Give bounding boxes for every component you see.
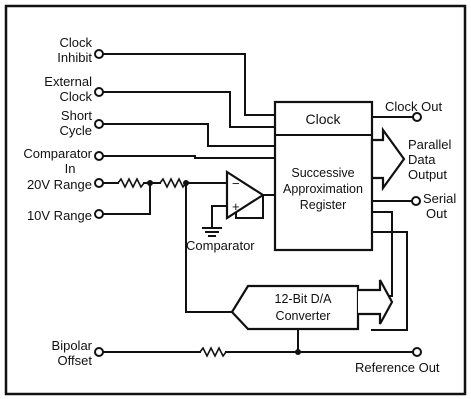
parallel-output-arrow: [370, 126, 406, 192]
clock-block-label: Clock: [305, 111, 341, 127]
pin-label-external-clock-1: External: [44, 74, 92, 89]
pin-label-bipolar-offset-2: Offset: [58, 353, 93, 368]
comparator-symbol: [225, 169, 266, 221]
diagram-frame: [4, 4, 467, 396]
pin-label-20v-range: 20V Range: [27, 177, 92, 192]
pin-clock-out: [412, 112, 422, 122]
pin-20v-range: [94, 178, 104, 188]
pin-label-parallel-3: Output: [408, 167, 447, 182]
pin-serial-out: [411, 196, 421, 206]
wire-sar-bus: [371, 231, 408, 331]
pin-label-parallel-2: Data: [408, 152, 436, 167]
comparator-minus: −: [232, 176, 240, 191]
dac-input-arrow: [358, 279, 394, 325]
pin-label-comparator-in-2: In: [65, 161, 76, 176]
pin-label-clock-inhibit-2: Inhibit: [57, 50, 92, 65]
pin-label-serial-out-1: Serial: [423, 191, 456, 206]
junction-ref: [295, 349, 301, 355]
pin-label-short-cycle-2: Cycle: [59, 123, 92, 138]
pin-label-clock-inhibit-1: Clock: [59, 35, 92, 50]
wire-external-clock: [102, 91, 276, 128]
pin-label-short-cycle-1: Short: [61, 108, 92, 123]
sar-label-2: Approximation: [283, 182, 363, 196]
comparator-label: Comparator: [186, 238, 255, 253]
comparator-plus: +: [232, 199, 240, 214]
dac-label-2: Converter: [276, 309, 331, 323]
pin-label-comparator-in-1: Comparator: [23, 146, 92, 161]
pin-comparator-in: [94, 151, 104, 161]
pin-10v-range: [94, 209, 104, 219]
wire-short-cycle: [102, 123, 276, 147]
wire-comparator-loop: [235, 194, 264, 219]
resistor-bipolar: [199, 346, 227, 358]
dac-label-1: 12-Bit D/A: [275, 292, 333, 306]
pin-label-serial-out-2: Out: [426, 206, 447, 221]
dac-block: [230, 284, 360, 331]
resistor-20v: [117, 177, 145, 189]
pin-bipolar-offset: [94, 347, 104, 357]
pin-label-bipolar-offset-1: Bipolar: [52, 338, 93, 353]
sar-label-3: Register: [300, 198, 347, 212]
wire-clock-inhibit: [102, 53, 276, 116]
pin-label-external-clock-2: Clock: [59, 89, 92, 104]
wire-comparator-in: [102, 155, 276, 159]
sar-label-1: Successive: [291, 166, 354, 180]
pin-short-cycle: [94, 119, 104, 129]
resistor-20v-2: [159, 177, 187, 189]
pin-clock-inhibit: [94, 49, 104, 59]
pin-label-clock-out: Clock Out: [385, 99, 442, 114]
pin-label-10v-range: 10V Range: [27, 208, 92, 223]
wire-10v: [102, 182, 151, 215]
pin-reference-out: [412, 347, 422, 357]
wire-comparator-plus: [211, 205, 228, 229]
wire-dac-out: [185, 182, 233, 313]
sar-block: [273, 100, 374, 252]
pin-label-reference-out: Reference Out: [355, 360, 440, 375]
pin-label-parallel-1: Parallel: [408, 137, 451, 152]
pin-external-clock: [94, 87, 104, 97]
